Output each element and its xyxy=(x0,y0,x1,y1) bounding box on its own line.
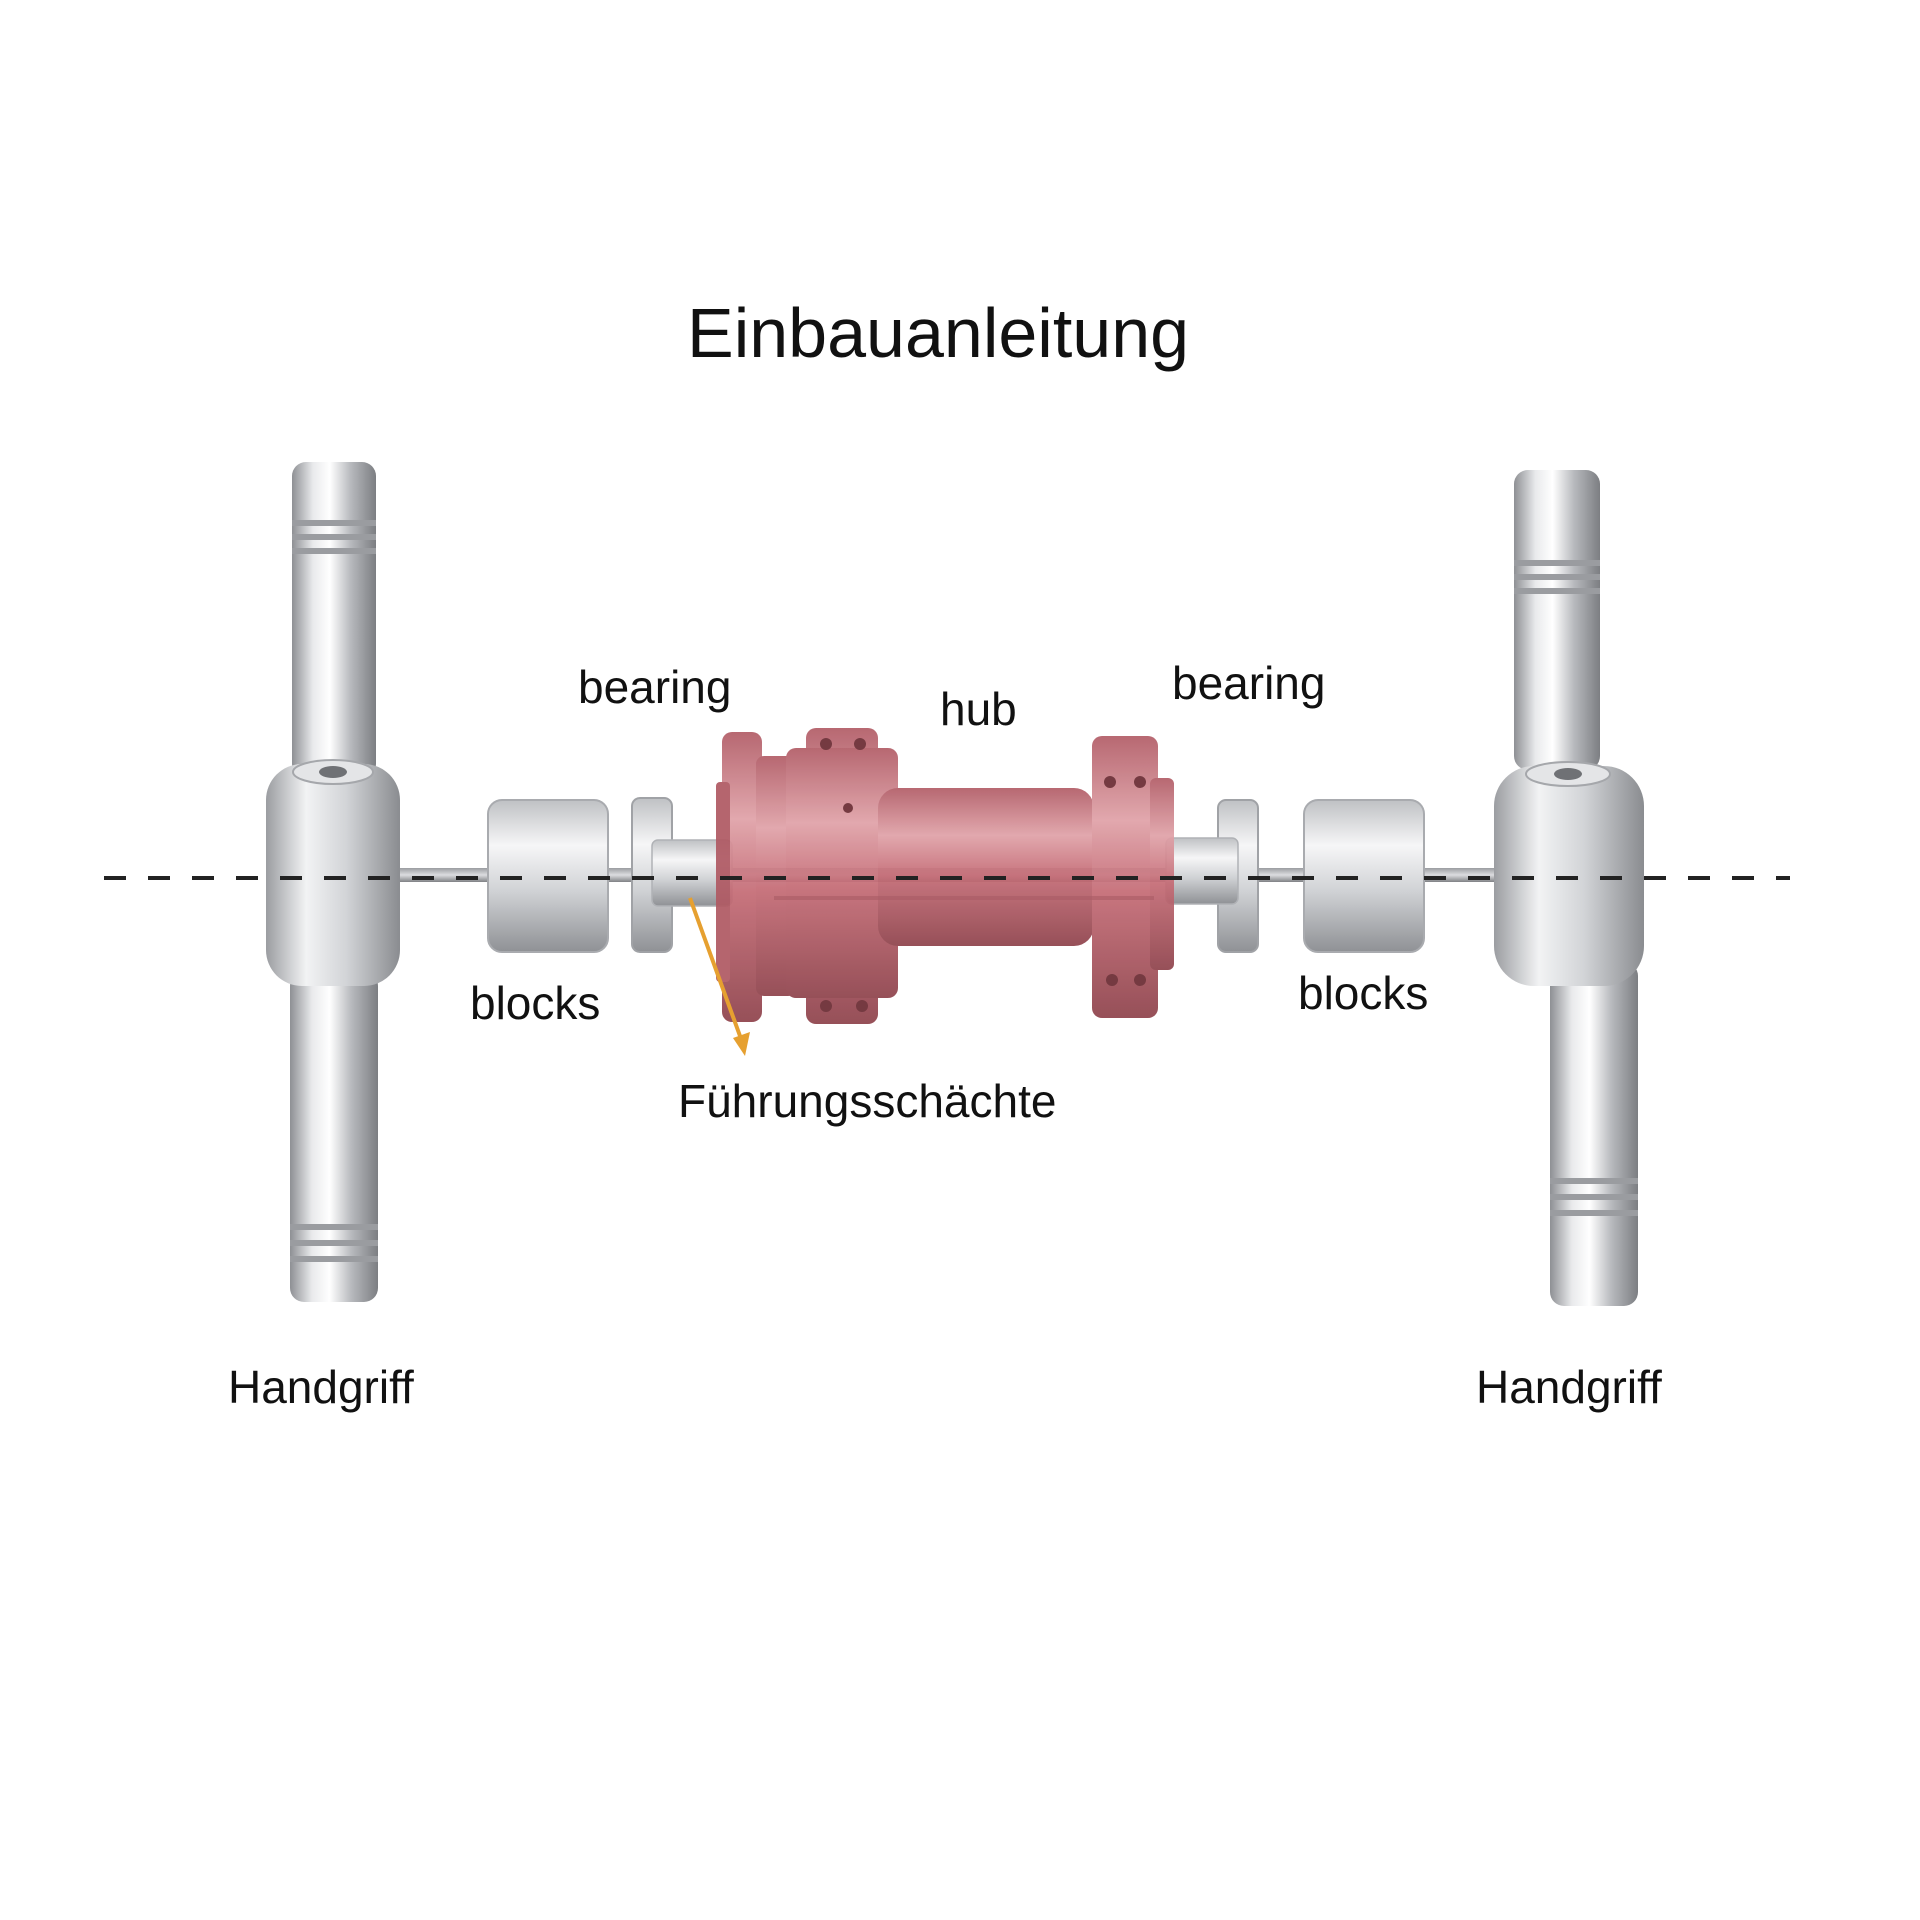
page-title: Einbauanleitung xyxy=(687,294,1190,372)
label-handle-left: Handgriff xyxy=(228,1361,414,1413)
label-guide-channels: Führungsschächte xyxy=(678,1075,1057,1127)
right-block xyxy=(1303,799,1425,953)
label-blocks-left: blocks xyxy=(470,977,601,1029)
hub xyxy=(716,728,1174,1024)
guide-arrow xyxy=(688,897,750,1056)
left-handle xyxy=(266,462,400,1302)
label-blocks-right: blocks xyxy=(1298,967,1429,1019)
right-guide-sleeve xyxy=(1165,837,1239,905)
label-hub: hub xyxy=(940,683,1017,735)
label-bearing-right: bearing xyxy=(1172,657,1326,709)
right-handle xyxy=(1494,470,1644,1306)
label-handle-right: Handgriff xyxy=(1476,1361,1662,1413)
label-bearing-left: bearing xyxy=(578,661,732,713)
